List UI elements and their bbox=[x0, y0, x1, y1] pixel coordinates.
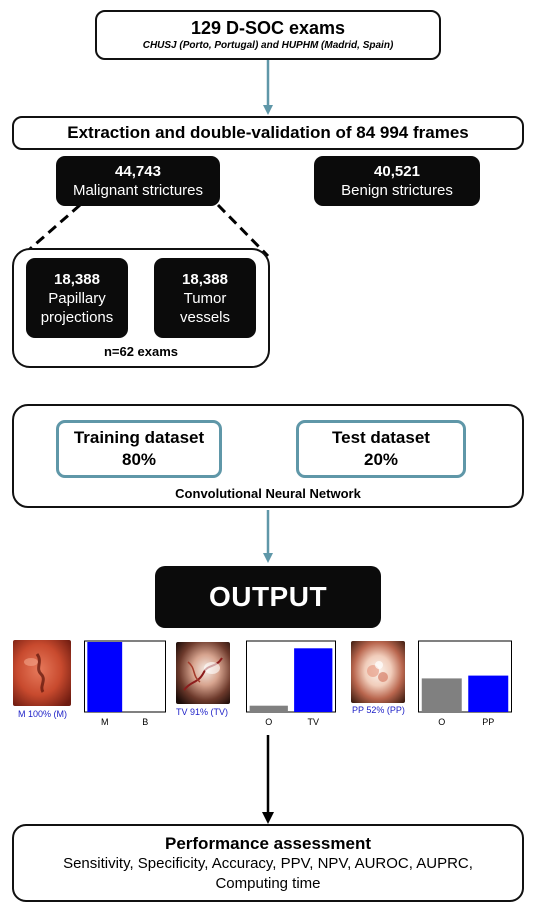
tumor-line2: vessels bbox=[179, 308, 231, 326]
bar-o bbox=[421, 678, 462, 712]
tick-label-pp: PP bbox=[482, 717, 494, 727]
benign-label: Benign strictures bbox=[341, 182, 453, 199]
papillary-box: 18,388 Papillary projections bbox=[26, 258, 128, 338]
bar-pp bbox=[468, 675, 509, 712]
endoscopy-image-papillary-graphic bbox=[351, 641, 405, 703]
subset-footer: n=62 exams bbox=[103, 344, 179, 359]
endoscopy-image-malignant-graphic bbox=[13, 640, 71, 706]
top-box-subtitle: CHUSJ (Porto, Portugal) and HUPHM (Madri… bbox=[142, 40, 394, 51]
performance-line1: Sensitivity, Specificity, Accuracy, PPV,… bbox=[63, 854, 473, 872]
test-dataset-box: Test dataset 20% bbox=[296, 420, 466, 478]
output-box: OUTPUT bbox=[155, 566, 381, 628]
performance-title: Performance assessment bbox=[164, 833, 371, 853]
top-box-title: 129 D-SOC exams bbox=[190, 18, 346, 38]
papillary-count: 18,388 bbox=[54, 270, 100, 288]
bar-m bbox=[87, 642, 123, 712]
image-caption-papillary: PP 52% (PP) bbox=[352, 705, 405, 715]
extraction-box: Extraction and double-validation of 84 9… bbox=[12, 116, 524, 150]
cnn-label: Convolutional Neural Network bbox=[175, 486, 361, 501]
tumor-box: 18,388 Tumor vessels bbox=[154, 258, 256, 338]
dashed-line-right bbox=[216, 203, 270, 258]
papillary-line1: Papillary bbox=[48, 289, 106, 307]
endoscopy-image-papillary bbox=[351, 641, 405, 703]
tick-label-m: M bbox=[101, 717, 109, 727]
tick-label-b: B bbox=[142, 717, 148, 727]
bar-chart-papillary-svg: O PP bbox=[418, 640, 512, 727]
bar-chart-papillary: O PP bbox=[418, 640, 512, 728]
training-dataset-box: Training dataset 80% bbox=[56, 420, 222, 478]
tumor-line1: Tumor bbox=[183, 289, 227, 307]
benign-box: 40,521 Benign strictures bbox=[314, 156, 480, 206]
image-caption-tumor-vessels: TV 91% (TV) bbox=[176, 707, 229, 717]
malignant-count: 44,743 bbox=[115, 163, 161, 180]
performance-line2: Computing time bbox=[215, 874, 321, 892]
training-line1: Training dataset bbox=[73, 428, 205, 447]
endoscopy-image-tumor-vessels-graphic bbox=[176, 642, 230, 704]
image-caption-malignant: M 100% (M) bbox=[18, 709, 68, 719]
tick-label-tv: TV bbox=[307, 717, 319, 727]
tumor-count: 18,388 bbox=[182, 270, 228, 288]
bar-tv bbox=[294, 648, 333, 712]
test-line1: Test dataset bbox=[332, 428, 430, 447]
tick-label-o: O bbox=[265, 717, 272, 727]
malignant-box: 44,743 Malignant strictures bbox=[56, 156, 220, 206]
test-line2: 20% bbox=[363, 450, 399, 469]
dashed-line-left bbox=[21, 203, 81, 258]
output-label: OUTPUT bbox=[208, 581, 328, 612]
performance-box: Performance assessment Sensitivity, Spec… bbox=[12, 824, 524, 902]
tick-label-o: O bbox=[438, 717, 445, 727]
bar-chart-tumor-vessels-svg: O TV bbox=[246, 640, 336, 727]
top-box: 129 D-SOC exams CHUSJ (Porto, Portugal) … bbox=[95, 10, 441, 60]
bar-o bbox=[249, 705, 288, 712]
malignant-label: Malignant strictures bbox=[72, 182, 204, 199]
extraction-text: Extraction and double-validation of 84 9… bbox=[67, 123, 469, 142]
training-line2: 80% bbox=[121, 450, 157, 469]
endoscopy-image-malignant bbox=[13, 640, 71, 706]
benign-count: 40,521 bbox=[374, 163, 420, 180]
bar-chart-tumor-vessels: O TV bbox=[246, 640, 336, 728]
papillary-line2: projections bbox=[40, 308, 114, 326]
endoscopy-image-tumor-vessels bbox=[176, 642, 230, 704]
